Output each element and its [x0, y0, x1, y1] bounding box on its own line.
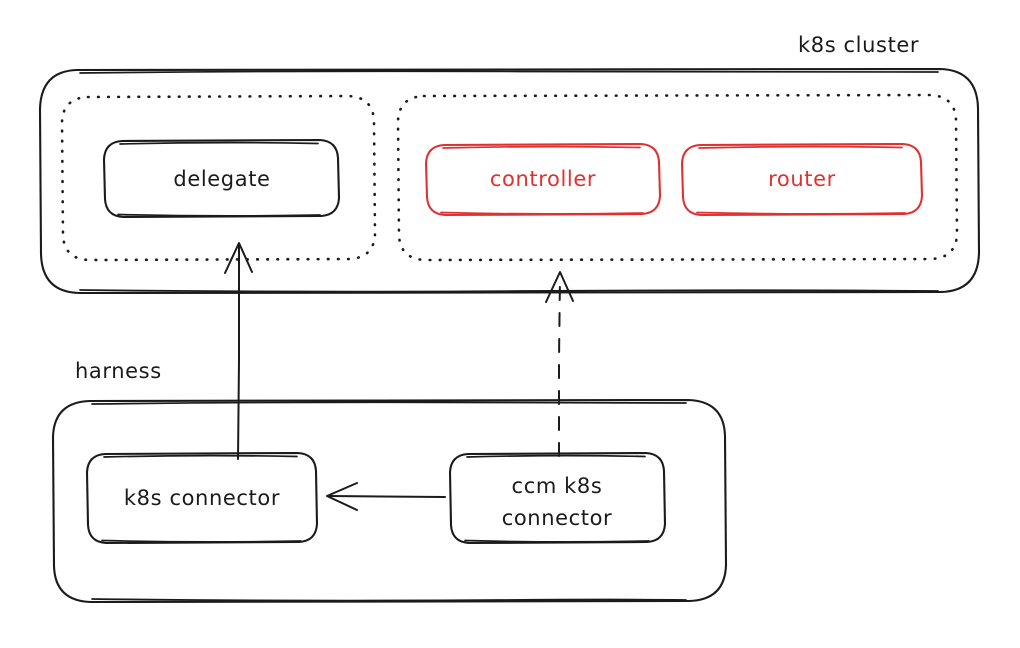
node-controller[interactable]: controller [424, 142, 662, 217]
harness-border-sketch-bottom [91, 598, 687, 602]
ccm-k8s-connector-box-sketch-bottom [464, 539, 650, 543]
edge-ccm-to-k8s-connector-arrowhead [326, 482, 358, 511]
k8s-connector-label: k8s connector [124, 486, 280, 510]
controller-box-sketch-bottom [440, 211, 644, 215]
controller-label: controller [490, 167, 596, 191]
controller-box [424, 142, 662, 217]
delegate-box [102, 138, 341, 219]
node-router[interactable]: router [680, 142, 924, 217]
k8s-connector-box-sketch-bottom [101, 539, 302, 543]
ccm-k8s-connector-box-sketch-top [466, 454, 646, 458]
delegate-namespace-border [60, 94, 377, 262]
ccm-k8s-connector-box [448, 451, 667, 545]
controller-box-sketch-top [442, 145, 641, 149]
edge-k8s-connector-to-delegate-arrowhead [224, 242, 253, 274]
node-ccm-k8s-connector[interactable]: ccm k8s connector [448, 451, 667, 545]
k8s-cluster-label: k8s cluster [798, 33, 919, 57]
ccm-k8s-connector-label-line1: ccm k8s [512, 474, 603, 498]
harness-border [51, 398, 728, 604]
edge-ccm-to-controller-line [558, 275, 561, 457]
router-box [680, 142, 924, 217]
harness-label: harness [75, 359, 162, 383]
node-k8s-connector[interactable]: k8s connector [85, 451, 319, 545]
edge-ccm-to-controller[interactable] [545, 271, 574, 457]
router-label: router [768, 167, 836, 191]
delegate-box-sketch-bottom [117, 213, 321, 217]
node-delegate[interactable]: delegate [102, 138, 341, 219]
k8s-cluster-border-sketch-top [79, 70, 939, 74]
router-box-sketch-top [698, 145, 903, 149]
edge-ccm-to-k8s-connector[interactable] [326, 482, 446, 511]
k8s-connector-box-sketch-top [103, 454, 298, 458]
edge-k8s-connector-to-delegate-line [237, 245, 240, 460]
k8s-connector-box [85, 451, 319, 545]
delegate-box-sketch-top [119, 141, 319, 145]
k8s-cluster-border-sketch-bottom [79, 289, 939, 293]
edge-ccm-to-controller-arrowhead [545, 271, 574, 303]
harness-border-sketch-top [91, 401, 687, 405]
group-delegate-namespace[interactable] [60, 94, 377, 262]
router-box-sketch-bottom [696, 211, 906, 215]
edge-k8s-connector-to-delegate[interactable] [224, 242, 253, 460]
delegate-label: delegate [173, 167, 270, 191]
group-harness[interactable]: harness [51, 359, 728, 604]
ccm-k8s-connector-label-line2: connector [502, 506, 613, 530]
edge-ccm-to-k8s-connector-line [329, 495, 446, 498]
